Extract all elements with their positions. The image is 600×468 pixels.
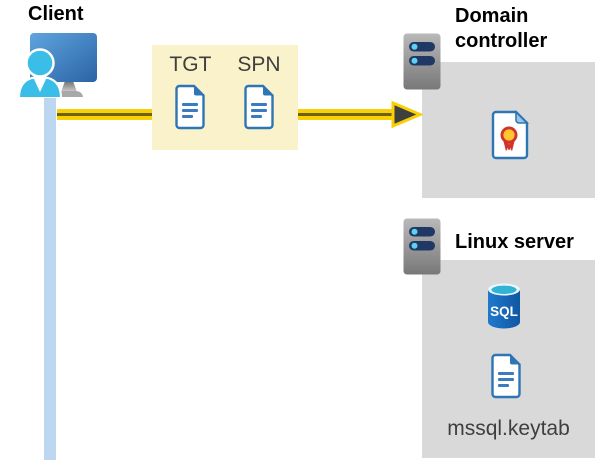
linux-server-icon bbox=[403, 218, 441, 275]
auth-request-arrowhead-icon bbox=[391, 100, 423, 129]
keytab-filename-label: mssql.keytab bbox=[447, 417, 570, 440]
client-heading: Client bbox=[28, 3, 84, 25]
domain-controller-heading: Domain controller bbox=[455, 5, 548, 52]
person-head bbox=[25, 48, 55, 78]
tgt-document-icon bbox=[175, 84, 206, 130]
spn-token: SPN bbox=[237, 53, 281, 150]
domain-controller-server-icon bbox=[403, 33, 441, 90]
tgt-label: TGT bbox=[169, 53, 212, 76]
spn-document-icon bbox=[244, 84, 274, 130]
sql-database-icon: SQL bbox=[488, 283, 520, 329]
client-lifeline-bar bbox=[44, 95, 56, 460]
sql-badge-text: SQL bbox=[490, 304, 518, 319]
client-computer-person-icon bbox=[17, 33, 97, 98]
person-collar bbox=[33, 77, 47, 92]
linux-server-heading: Linux server bbox=[455, 231, 574, 253]
monitor-base bbox=[55, 91, 83, 97]
certificate-icon bbox=[491, 110, 529, 160]
ticket-token-box: TGT SPN bbox=[152, 45, 298, 150]
tgt-token: TGT bbox=[169, 53, 211, 150]
spn-label: SPN bbox=[237, 53, 281, 76]
monitor-stand bbox=[61, 81, 77, 92]
keytab-document-icon bbox=[491, 353, 521, 399]
